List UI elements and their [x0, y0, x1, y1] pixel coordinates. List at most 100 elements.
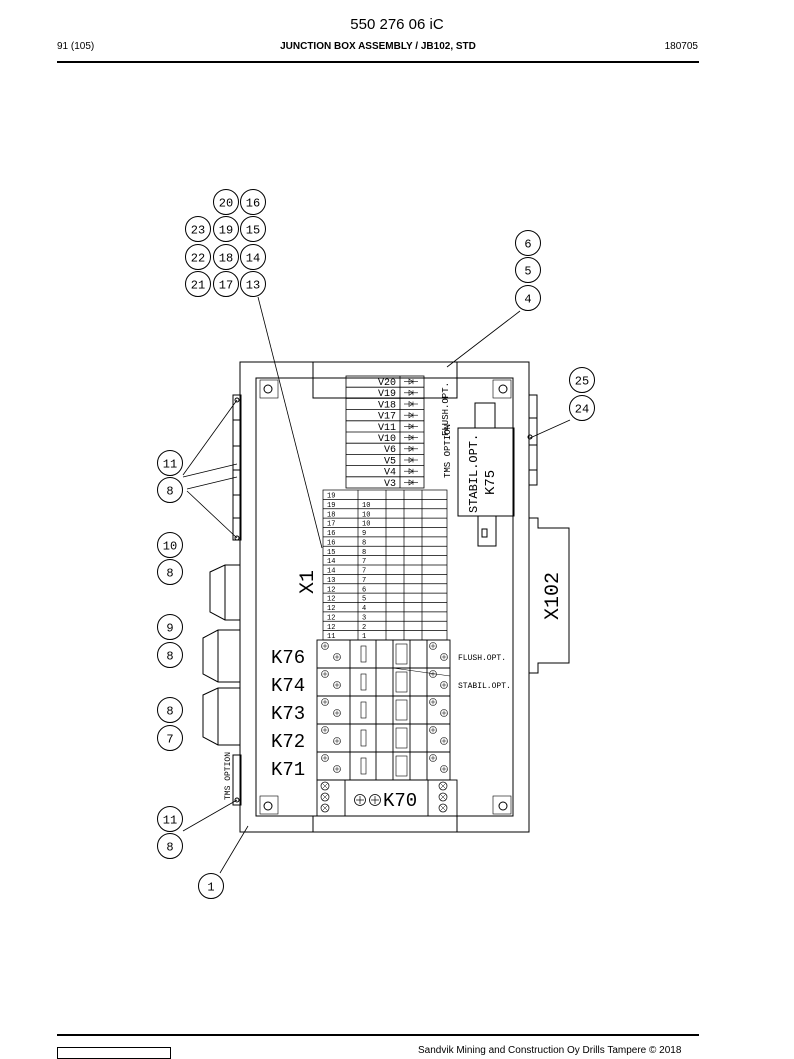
svg-text:14: 14	[246, 252, 260, 266]
terminal-screw-icon	[438, 781, 448, 791]
screw-icon	[333, 653, 341, 661]
diode-icon	[408, 445, 414, 452]
svg-text:10: 10	[163, 540, 177, 554]
k75-relay	[457, 402, 515, 547]
k70-label: K70	[383, 790, 417, 812]
terminal-number: 12	[327, 586, 335, 594]
callout-10: 17	[213, 271, 239, 297]
terminal-number: 17	[327, 521, 335, 529]
svg-text:8: 8	[166, 705, 173, 719]
svg-text:21: 21	[191, 279, 205, 293]
svg-text:23: 23	[191, 224, 205, 238]
callout-4: 19	[213, 216, 239, 242]
callout-2: 16	[240, 189, 266, 215]
svg-text:24: 24	[575, 403, 589, 417]
screw-icon	[321, 726, 329, 734]
svg-text:4: 4	[524, 293, 531, 307]
svg-text:15: 15	[246, 224, 260, 238]
terminal-screw-icon	[438, 803, 448, 813]
terminal-number: 12	[327, 596, 335, 604]
callout-6: 22	[185, 244, 211, 270]
screw-icon	[321, 670, 329, 678]
terminal-number: 15	[327, 549, 335, 557]
callout-15: 25	[569, 367, 595, 393]
terminal-screw-icon	[320, 792, 330, 802]
k75-label: K75	[483, 470, 499, 495]
callout-16: 24	[569, 395, 595, 421]
terminal-number: 14	[327, 568, 335, 576]
relay-label: K72	[271, 731, 305, 753]
svg-text:13: 13	[246, 279, 260, 293]
cable-glands	[202, 394, 242, 806]
terminal-screw-icon	[438, 792, 448, 802]
diode-label: V18	[378, 400, 396, 411]
callout-12: 6	[515, 230, 541, 256]
screw-icon	[429, 726, 437, 734]
svg-text:8: 8	[166, 567, 173, 581]
terminal-number: 16	[327, 530, 335, 538]
x1-label: X1	[297, 570, 320, 594]
callout-1: 20	[213, 189, 239, 215]
terminal-number: 10	[362, 502, 370, 510]
screw-icon	[440, 709, 448, 717]
svg-text:11: 11	[163, 814, 177, 828]
terminal-number: 4	[362, 605, 366, 613]
terminal-number: 7	[362, 568, 366, 576]
screw-icon	[440, 653, 448, 661]
callout-11: 13	[240, 271, 266, 297]
callout-25: 11	[157, 806, 183, 832]
diode-icon	[408, 479, 414, 486]
svg-text:5: 5	[524, 265, 531, 279]
screw-icon	[333, 737, 341, 745]
screw-icon	[440, 765, 448, 773]
relay-label: K76	[271, 647, 305, 669]
terminal-number: 12	[327, 624, 335, 632]
diode-icon	[408, 400, 414, 408]
screw-icon	[333, 765, 341, 773]
callout-3: 23	[185, 216, 211, 242]
diode-label: V10	[378, 434, 396, 445]
terminal-number: 8	[362, 539, 366, 547]
svg-text:18: 18	[219, 252, 233, 266]
terminal-number: 19	[327, 493, 335, 501]
diode-icon	[408, 468, 414, 475]
svg-text:9: 9	[166, 622, 173, 636]
flush-opt-vertical-label: FLUSH.OPT.	[441, 382, 451, 436]
callout-8: 14	[240, 244, 266, 270]
terminal-number: 1	[362, 633, 366, 641]
x102-connector	[527, 394, 570, 674]
stabil-opt-side-label: STABIL.OPT.	[458, 682, 511, 691]
terminal-number: 5	[362, 596, 366, 604]
diode-label: V17	[378, 412, 396, 423]
terminal-number: 9	[362, 530, 366, 538]
document-number: 550 276 06 iC	[350, 16, 444, 33]
callout-21: 9	[157, 614, 183, 640]
screw-icon	[354, 794, 366, 806]
terminal-number: 10	[362, 511, 370, 519]
svg-text:20: 20	[219, 197, 233, 211]
diode-label: V5	[384, 456, 396, 467]
callout-27: 1	[198, 873, 224, 899]
sandvik-logo	[57, 1047, 171, 1059]
svg-text:16: 16	[246, 197, 260, 211]
x102-label: X102	[542, 572, 565, 620]
terminal-number: 18	[327, 511, 335, 519]
diode-icon	[408, 389, 414, 396]
svg-text:19: 19	[219, 224, 233, 238]
svg-text:1: 1	[207, 881, 214, 895]
leader-lines	[182, 296, 571, 874]
tms-option-side-label: TMS OPTION	[224, 752, 233, 800]
screw-icon	[321, 754, 329, 762]
svg-text:6: 6	[524, 238, 531, 252]
svg-text:22: 22	[191, 252, 205, 266]
terminal-number: 6	[362, 586, 366, 594]
svg-text:17: 17	[219, 279, 233, 293]
callout-22: 8	[157, 642, 183, 668]
screw-icon	[369, 794, 381, 806]
svg-text:11: 11	[163, 458, 177, 472]
terminal-number: 16	[327, 539, 335, 547]
